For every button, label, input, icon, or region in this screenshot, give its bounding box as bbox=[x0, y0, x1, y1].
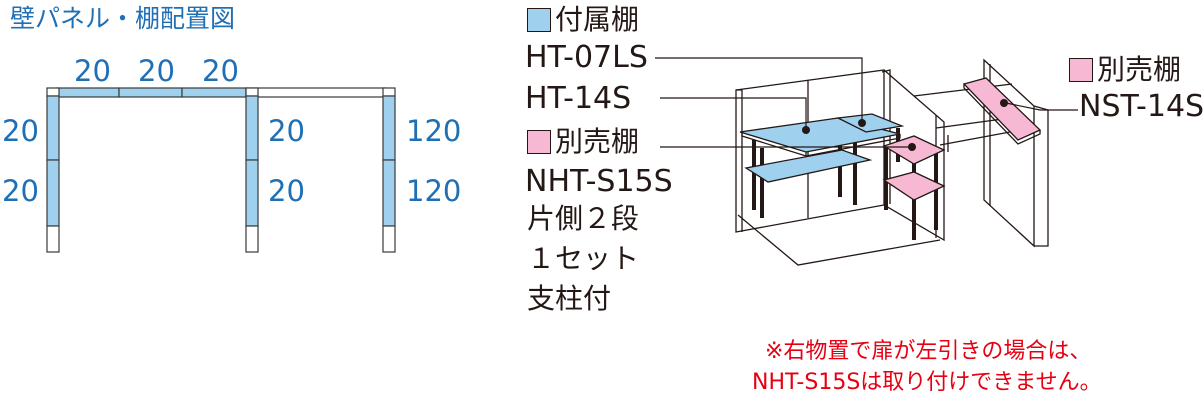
note-line-2: NHT-S15Sは取り付けできません。 bbox=[752, 370, 1102, 395]
top-width-2: 20 bbox=[138, 54, 175, 88]
model-ht-07ls: HT-07LS bbox=[525, 40, 648, 75]
right-side-panel bbox=[1033, 105, 1049, 247]
optional-shelf-label-left: 別売棚 bbox=[555, 125, 640, 158]
anchor-nst-14s bbox=[1000, 99, 1008, 107]
model-nst-14s: NST-14S bbox=[1079, 89, 1204, 124]
model-nht-s15s: NHT-S15S bbox=[525, 164, 673, 199]
shelf-ht-14s-bottom bbox=[744, 149, 873, 183]
note-line-1: ※右物置で扉が左引きの場合は、 bbox=[765, 339, 1092, 364]
left-foot bbox=[46, 225, 60, 253]
connector-low bbox=[939, 131, 1011, 146]
top-width-3: 20 bbox=[202, 54, 239, 88]
middle-depth-2: 20 bbox=[268, 174, 305, 208]
shelf-ht-07ls-top bbox=[835, 113, 905, 133]
right-foot bbox=[382, 225, 396, 253]
left-depth-2: 20 bbox=[2, 174, 39, 208]
included-shelf-label: 付属棚 bbox=[555, 3, 640, 36]
layout-title: 壁パネル・棚配置図 bbox=[10, 4, 236, 33]
optional-shelf-swatch-right bbox=[1069, 58, 1093, 82]
floor-outline bbox=[737, 214, 941, 266]
connector-top bbox=[913, 83, 1013, 97]
optional-shelf-swatch-left bbox=[527, 130, 551, 154]
anchor-ht-07ls bbox=[858, 119, 866, 127]
nht-s15s-lower bbox=[882, 171, 946, 201]
optional-shelf-label-right: 別売棚 bbox=[1097, 53, 1182, 86]
nht-desc-line-3: 支柱付 bbox=[527, 282, 612, 315]
anchor-ht-14s bbox=[802, 126, 810, 134]
top-width-1: 20 bbox=[74, 54, 111, 88]
front-left-post bbox=[736, 89, 743, 232]
included-shelf-swatch bbox=[527, 8, 551, 32]
nht-desc-line-1: 片側２段 bbox=[527, 202, 640, 235]
shelf-edge-1 bbox=[741, 132, 807, 157]
nht-desc-line-2: １セット bbox=[527, 242, 640, 275]
middle-foot bbox=[245, 225, 259, 253]
shelf-edge-2 bbox=[805, 134, 901, 157]
right-depth-1: 120 bbox=[406, 114, 462, 148]
leader-nst-14s bbox=[1005, 102, 1078, 111]
left-depth-1: 20 bbox=[2, 114, 39, 148]
anchor-nht-s15s bbox=[908, 143, 916, 151]
right-depth-2: 120 bbox=[406, 174, 462, 208]
leader-ht-14s bbox=[660, 97, 807, 128]
model-ht-14s: HT-14S bbox=[525, 81, 632, 116]
nst-14s-shelf bbox=[962, 77, 1042, 141]
nst-14s-edge bbox=[963, 84, 1041, 145]
middle-depth-1: 20 bbox=[268, 114, 305, 148]
leader-ht-07ls bbox=[655, 57, 863, 122]
